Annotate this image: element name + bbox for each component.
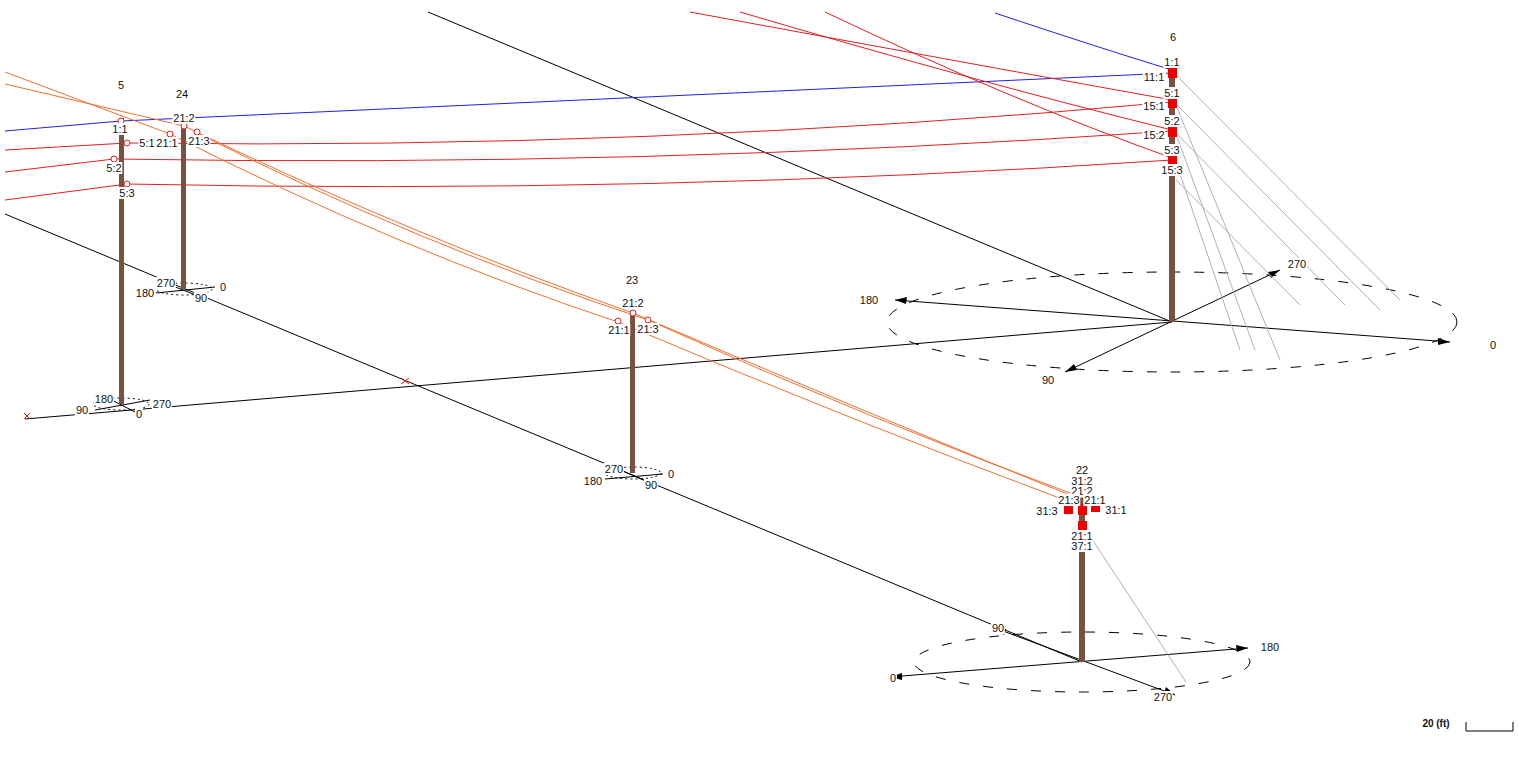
callout-label: 37:1 [1070, 540, 1093, 552]
callout-label: 180 [859, 294, 879, 306]
callout-label: 23 [625, 274, 639, 286]
callout-label: 180 [135, 287, 155, 299]
callout-label: 1:1 [111, 123, 128, 135]
callout-label: 0 [1489, 339, 1497, 351]
compass-axis [95, 270, 1450, 695]
callout-label: 90 [194, 292, 208, 304]
callout-label: 15:1 [1142, 100, 1165, 112]
callout-label: 1:1 [1163, 56, 1180, 68]
callout-label: 5 [117, 79, 125, 91]
callout-label: 6 [1169, 31, 1177, 43]
distribution-wire [5, 72, 1094, 502]
callout-label: 21:1 [607, 324, 630, 336]
callout-label: 5:1 [138, 137, 155, 149]
callout-label: 21:2 [172, 112, 195, 124]
callout-label: 5:2 [1163, 115, 1180, 127]
callout-label: 21:3 [1057, 494, 1080, 506]
callout-label: 21:3 [636, 323, 659, 335]
compass-ring [93, 272, 1457, 692]
callout-label: 21:1 [155, 137, 178, 149]
scale-label: 20 (ft) [1421, 718, 1450, 730]
callout-label: 90 [644, 479, 658, 491]
callout-label: 21:1 [1083, 494, 1106, 506]
callout-label: 5:3 [1163, 144, 1180, 156]
shield-wire [5, 13, 1172, 131]
callout-label: 24 [175, 88, 189, 100]
callout-label: 31:1 [1104, 504, 1127, 516]
callout-label: 270 [156, 277, 176, 289]
conductor-wire [5, 12, 1172, 200]
insulator-block [1064, 67, 1177, 530]
alignment-line [25, 322, 1172, 419]
callout-label: 90 [1041, 374, 1055, 386]
compass-arrowheads [890, 270, 1450, 695]
callout-label: 270 [604, 463, 624, 475]
scale-bar [1466, 722, 1513, 731]
pole [119, 68, 1175, 662]
callout-label: 0 [667, 468, 675, 480]
alignment-line [5, 214, 1082, 662]
callout-label: 15:3 [1160, 164, 1183, 176]
callout-label: 5:3 [118, 187, 135, 199]
callout-label: 11:1 [1143, 71, 1166, 83]
callout-label: 0 [889, 672, 897, 684]
guy-wire [1086, 75, 1400, 682]
callout-label: 90 [991, 622, 1005, 634]
callout-label: 31:3 [1035, 505, 1058, 517]
callout-label: 0 [135, 408, 143, 420]
callout-label: 15:2 [1142, 129, 1165, 141]
callout-label: 21:3 [187, 135, 210, 147]
insulator-point [111, 118, 651, 324]
point-marker [24, 378, 409, 419]
callout-label: 180 [583, 475, 603, 487]
callout-label: 21:2 [621, 297, 644, 309]
callout-label: 270 [1153, 691, 1173, 703]
callout-label: 180 [94, 393, 114, 405]
callout-label: 180 [1260, 641, 1280, 653]
callout-label: 270 [152, 398, 172, 410]
callout-label: 270 [1287, 258, 1307, 270]
callout-label: 5:2 [105, 162, 122, 174]
callout-label: 0 [219, 281, 227, 293]
callout-label: 90 [75, 404, 89, 416]
callout-label: 5:1 [1163, 87, 1180, 99]
